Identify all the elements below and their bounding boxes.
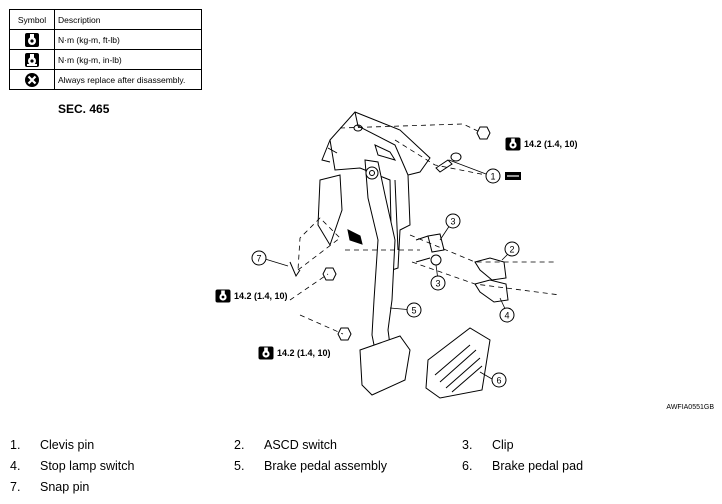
callout-2: 2 [509, 245, 514, 255]
replace-part-icon [25, 72, 39, 87]
legend-item: 3. Clip [462, 438, 514, 452]
symbol-table: Symbol Description N·m (kg-m, ft-lb) N·m… [9, 9, 202, 90]
torque-label: 14.2 (1.4, 10) [258, 346, 331, 360]
legend-item: 5. Brake pedal assembly [234, 459, 387, 473]
torque-wrench-icon [505, 137, 521, 151]
replace-marker-icon [505, 172, 521, 180]
callout-6: 6 [496, 376, 501, 386]
legend-item: 4. Stop lamp switch [10, 459, 135, 473]
figure-code: AWFIA0551GB [666, 404, 714, 411]
clevis-pin [435, 152, 462, 173]
brake-pedal-diagram: 1 2 3 3 4 5 6 7 [251, 111, 561, 399]
pedal-arm [347, 159, 411, 396]
section-label: SEC. 465 [58, 102, 110, 116]
nuts [322, 126, 491, 341]
switches [415, 233, 509, 303]
torque-wrench-icon [258, 346, 274, 360]
callout-4: 4 [504, 311, 509, 321]
torque-wrench-inlb-icon [25, 52, 39, 67]
torque-wrench-icon [215, 289, 231, 303]
legend-item: 7. Snap pin [10, 480, 90, 494]
pedal-bracket [317, 111, 431, 271]
callout-5: 5 [411, 306, 416, 316]
pedal-pad [425, 327, 491, 399]
legend-item: 2. ASCD switch [234, 438, 337, 452]
torque-label: 14.2 (1.4, 10) [215, 289, 288, 303]
snap-pin [289, 261, 301, 278]
torque-wrench-icon [25, 32, 39, 47]
callout-3a: 3 [450, 217, 455, 227]
torque-label: 14.2 (1.4, 10) [505, 137, 578, 151]
legend-item: 1. Clevis pin [10, 438, 95, 452]
legend-item: 6. Brake pedal pad [462, 459, 584, 473]
callout-3b: 3 [435, 279, 440, 289]
symbol-description: Always replace after disassembly. [54, 69, 202, 90]
callout-1: 1 [490, 172, 495, 182]
callout-7: 7 [256, 254, 261, 264]
